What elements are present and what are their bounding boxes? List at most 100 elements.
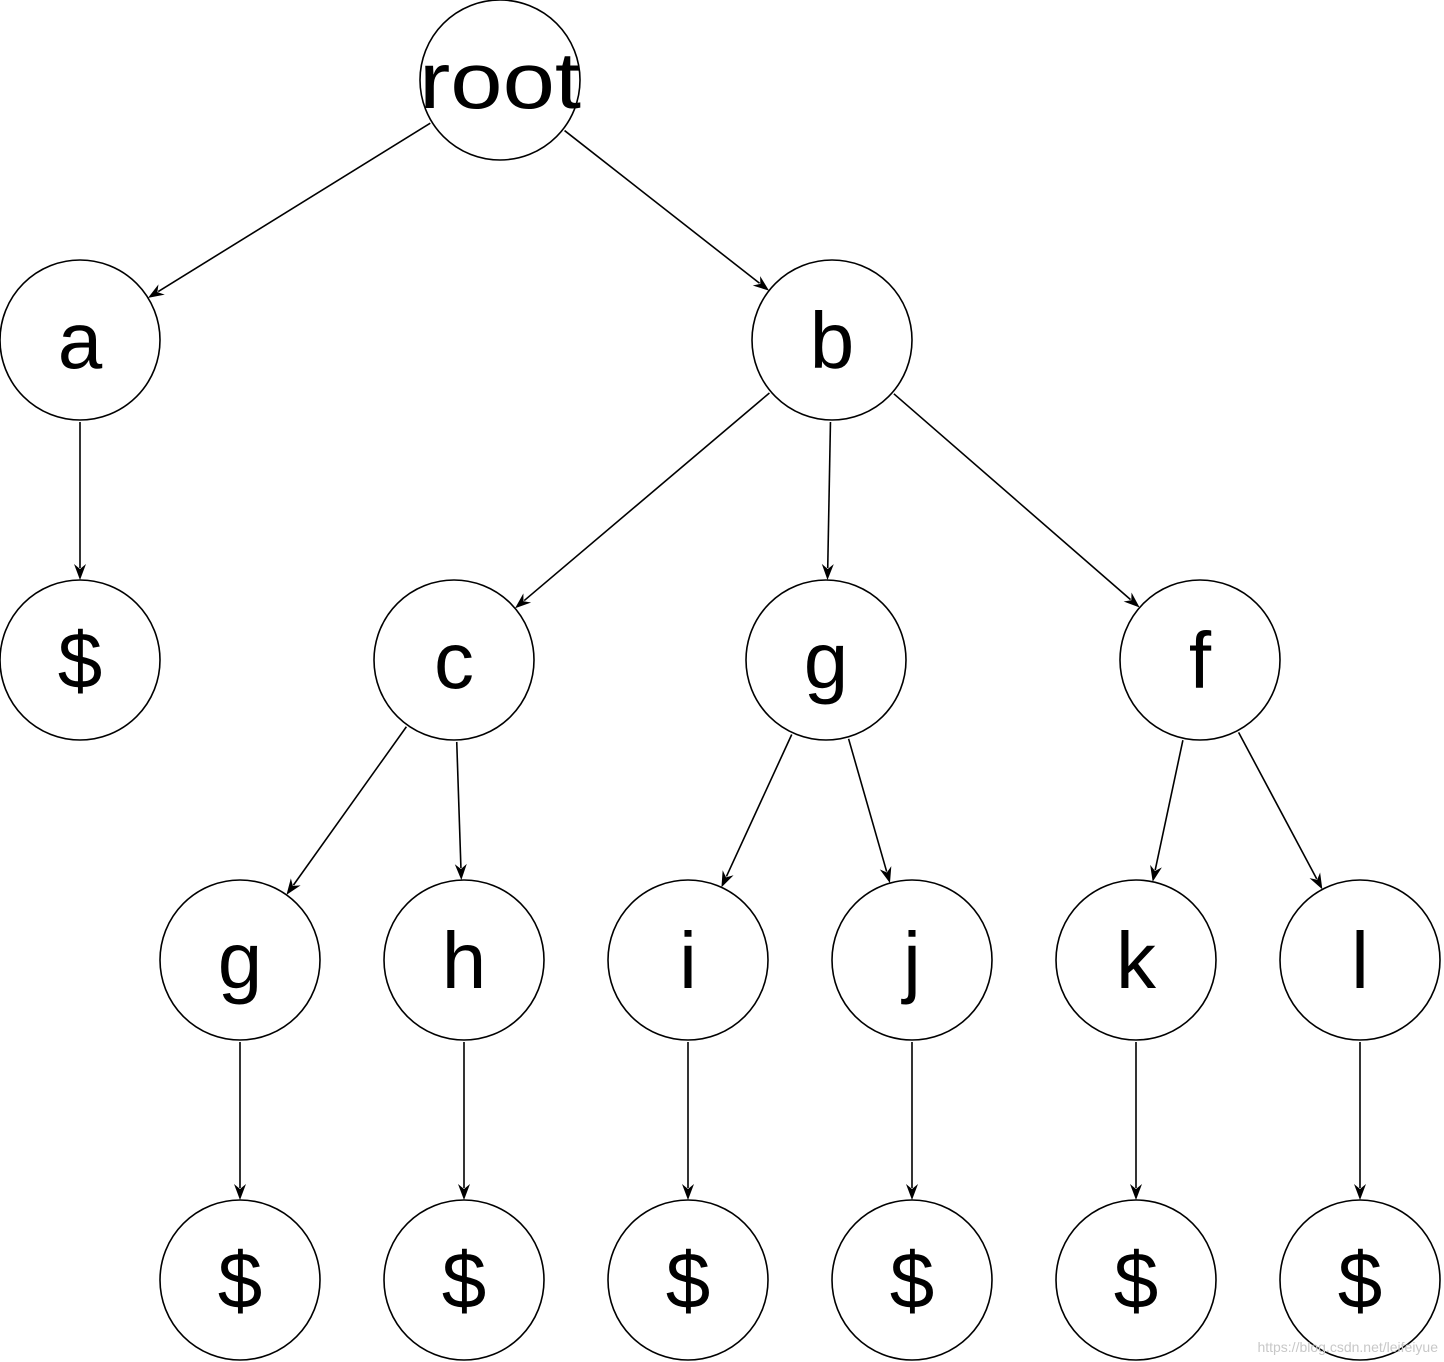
node-i_end: $ [607, 1199, 769, 1361]
watermark-text: https://blog.csdn.net/leifeiyue [1257, 1339, 1438, 1355]
edge-line [725, 734, 793, 877]
edge-b-to-g1 [821, 421, 834, 581]
node-circle [0, 259, 161, 421]
edge-root-to-a [148, 122, 431, 298]
node-label: g [218, 916, 263, 1005]
edge-k-to-k_end [1130, 1042, 1142, 1200]
arrowhead-icon [74, 564, 86, 580]
node-circle [383, 1199, 545, 1361]
node-j: j [831, 879, 993, 1041]
node-circle [1119, 579, 1281, 741]
node-circle [607, 879, 769, 1041]
edge-g1-to-j [847, 738, 892, 884]
edge-line [455, 741, 462, 869]
edges-layer [74, 122, 1366, 1200]
node-circle [607, 1199, 769, 1361]
arrowhead-icon [906, 1184, 918, 1200]
edge-b-to-f [893, 393, 1140, 608]
node-label: l [1351, 916, 1369, 1005]
node-circle [745, 579, 907, 741]
arrowhead-icon [1150, 864, 1162, 882]
edge-i-to-i_end [682, 1042, 694, 1200]
arrowhead-icon [1309, 872, 1323, 890]
edge-f-to-k [1150, 740, 1184, 882]
edge-line [523, 392, 770, 602]
edge-f-to-l [1237, 731, 1323, 890]
node-label: k [1116, 916, 1157, 1005]
node-label: f [1189, 616, 1212, 705]
node-c: c [373, 579, 535, 741]
node-circle [751, 259, 913, 421]
node-label: $ [442, 1236, 487, 1325]
arrowhead-icon [752, 276, 770, 291]
node-j_end: $ [831, 1199, 993, 1361]
arrowhead-icon [454, 863, 467, 881]
arrowhead-icon [879, 866, 892, 884]
edge-line [893, 393, 1132, 601]
node-l: l [1279, 879, 1441, 1041]
node-circle [419, 0, 581, 161]
edge-h-to-h_end [458, 1042, 470, 1200]
node-i: i [607, 879, 769, 1041]
node-circle [1055, 879, 1217, 1041]
edge-line [564, 129, 761, 284]
node-circle [383, 879, 545, 1041]
edge-line [1154, 740, 1184, 871]
node-root: root [419, 0, 581, 161]
node-label: $ [218, 1236, 263, 1325]
arrowhead-icon [515, 593, 532, 609]
arrowhead-icon [1130, 1184, 1142, 1200]
node-label: root [419, 36, 581, 125]
arrowhead-icon [234, 1184, 246, 1200]
arrowhead-icon [458, 1184, 470, 1200]
edge-l-to-l_end [1354, 1042, 1366, 1200]
edge-line [826, 421, 832, 569]
arrowhead-icon [1354, 1184, 1366, 1200]
node-h: h [383, 879, 545, 1041]
node-circle [159, 879, 321, 1041]
node-l_end: $ [1279, 1199, 1441, 1361]
arrowhead-icon [682, 1184, 694, 1200]
edge-j-to-j_end [906, 1042, 918, 1200]
node-label: g [804, 616, 849, 705]
node-k: k [1055, 879, 1217, 1041]
edge-line [157, 122, 431, 293]
edge-b-to-c [515, 392, 770, 609]
node-g2_end: $ [159, 1199, 321, 1361]
node-a: a [0, 259, 161, 421]
edge-line [1237, 731, 1318, 880]
edge-g2-to-g2_end [234, 1042, 246, 1200]
edge-root-to-b [564, 129, 770, 291]
node-label: i [679, 916, 697, 1005]
arrowhead-icon [148, 284, 165, 298]
edge-c-to-g2 [286, 726, 408, 895]
node-circle [1055, 1199, 1217, 1361]
node-label: j [901, 916, 921, 1005]
edge-line [292, 726, 408, 886]
edge-a-to-a_end [74, 422, 86, 580]
node-label: $ [58, 616, 103, 705]
node-b: b [751, 259, 913, 421]
node-label: a [58, 296, 103, 385]
node-h_end: $ [383, 1199, 545, 1361]
node-circle [831, 879, 993, 1041]
node-label: b [810, 296, 855, 385]
node-circle [1279, 879, 1441, 1041]
node-g2: g [159, 879, 321, 1041]
node-label: $ [1114, 1236, 1159, 1325]
node-label: $ [890, 1236, 935, 1325]
node-g1: g [745, 579, 907, 741]
edge-g1-to-i [721, 734, 793, 888]
node-label: h [442, 916, 487, 1005]
node-circle [159, 1199, 321, 1361]
node-a_end: $ [0, 579, 161, 741]
node-circle [373, 579, 535, 741]
arrowhead-icon [286, 878, 301, 895]
arrowhead-icon [1123, 592, 1140, 608]
arrowhead-icon [821, 563, 834, 581]
arrowhead-icon [721, 870, 734, 888]
node-circle [0, 579, 161, 741]
edge-c-to-h [454, 741, 467, 881]
